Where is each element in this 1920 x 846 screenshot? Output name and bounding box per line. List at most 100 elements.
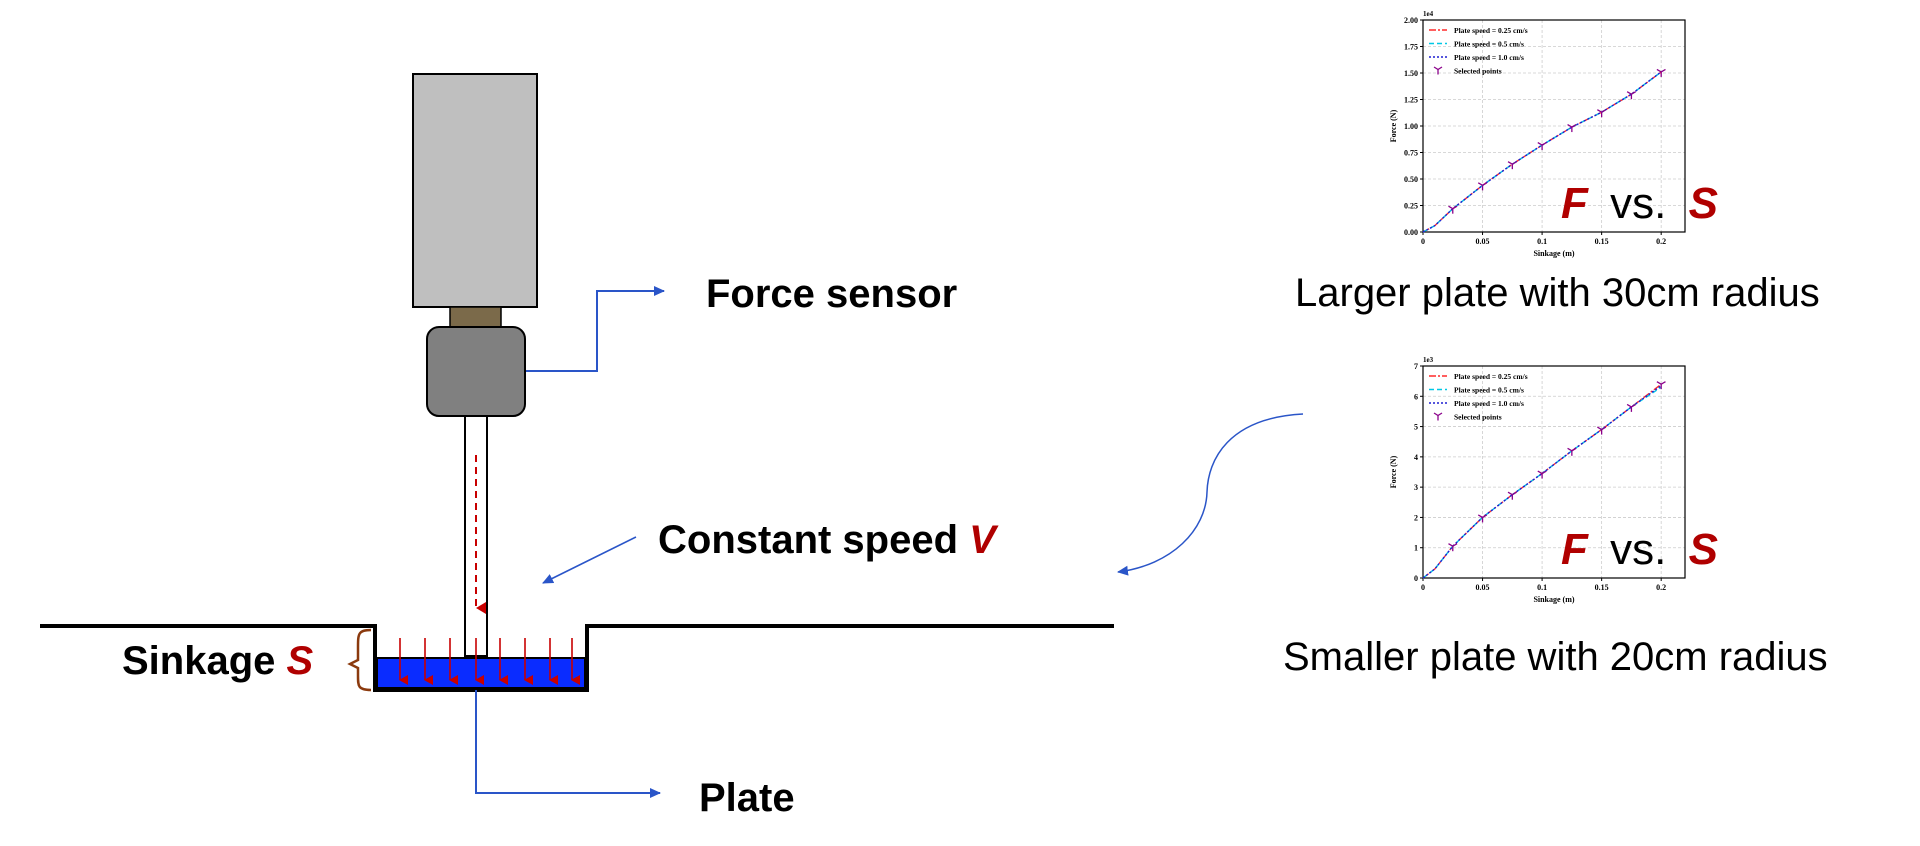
- legend-entry: Plate speed = 0.5 cm/s: [1454, 386, 1524, 395]
- x-axis-label: Sinkage (m): [1533, 249, 1574, 258]
- y-tick-label: 1: [1414, 544, 1418, 553]
- selected-point: [1567, 123, 1577, 133]
- y-tick-label: 6: [1414, 392, 1418, 401]
- selected-point: [1656, 68, 1666, 77]
- selected-point: [1537, 470, 1547, 479]
- legend-entry: Plate speed = 1.0 cm/s: [1454, 399, 1524, 408]
- y-tick-label: 3: [1414, 483, 1418, 492]
- plate-callout: [475, 690, 661, 798]
- plate-label: Plate: [699, 778, 795, 818]
- sinkage-symbol: S: [286, 639, 314, 683]
- legend-entry: Plate speed = 0.5 cm/s: [1454, 40, 1524, 49]
- caption-top: Larger plate with 30cm radius: [1295, 273, 1820, 313]
- series-line: [1422, 71, 1662, 233]
- caption-bottom-text: Smaller plate with 20cm radius: [1283, 635, 1828, 679]
- legend-entry: Plate speed = 0.25 cm/s: [1454, 26, 1528, 35]
- selected-point: [1448, 205, 1458, 214]
- selected-point: [1567, 447, 1577, 456]
- x-tick-label: 0.2: [1656, 583, 1666, 592]
- y-tick-label: 5: [1414, 423, 1418, 432]
- sinkage-label: Sinkage S: [122, 641, 313, 681]
- rod: [464, 415, 488, 657]
- legend-entry: Plate speed = 1.0 cm/s: [1454, 53, 1524, 62]
- y-tick-label: 1.25: [1404, 96, 1418, 105]
- plot-frame: [1422, 365, 1686, 579]
- y-tick-label: 1.50: [1404, 69, 1418, 78]
- force-sensor-text: Force sensor: [706, 272, 958, 316]
- selected-point: [1626, 91, 1637, 100]
- y-tick-label: 0.25: [1404, 202, 1418, 211]
- selected-point: [1477, 514, 1488, 523]
- y-tick-label: 0.75: [1404, 149, 1418, 158]
- y-tick-label: 2.00: [1404, 16, 1418, 25]
- fvs-label-top: F vs. S: [1561, 182, 1718, 226]
- fvs-top-s: S: [1688, 179, 1718, 228]
- fvs-bottom-s: S: [1688, 525, 1718, 574]
- x-tick-label: 0.15: [1595, 583, 1609, 592]
- force-sensor-label: Force sensor: [706, 274, 957, 314]
- legend-marker: [1433, 412, 1443, 421]
- selected-point: [1507, 491, 1517, 500]
- series-line: [1422, 385, 1662, 579]
- x-tick-label: 0.1: [1537, 583, 1547, 592]
- fvs-bottom-f: F: [1561, 525, 1588, 574]
- legend-entry: Selected points: [1454, 413, 1502, 422]
- y-tick-label: 1.75: [1404, 43, 1418, 52]
- x-tick-label: 0.1: [1537, 237, 1547, 246]
- y-tick-label: 0.50: [1404, 175, 1418, 184]
- force-sensor-callout: [526, 286, 665, 372]
- y-axis-label: Force (N): [1389, 455, 1398, 488]
- y-tick-label: 4: [1414, 453, 1418, 462]
- legend-marker: [1433, 66, 1443, 75]
- fvs-top-f: F: [1561, 179, 1588, 228]
- plate-text: Plate: [699, 776, 795, 820]
- x-tick-label: 0.2: [1656, 237, 1666, 246]
- y-multiplier: 1e3: [1423, 356, 1434, 364]
- speed-callout: [542, 536, 637, 584]
- x-axis-label: Sinkage (m): [1533, 595, 1574, 604]
- chart-connector: [1117, 413, 1304, 576]
- sinkage-brace: [347, 628, 372, 692]
- legend-entry: Plate speed = 0.25 cm/s: [1454, 372, 1528, 381]
- plate: [376, 657, 586, 689]
- y-axis-label: Force (N): [1389, 109, 1398, 142]
- actuator-coupling: [449, 306, 502, 328]
- selected-point: [1626, 403, 1637, 412]
- legend-entry: Selected points: [1454, 67, 1502, 76]
- force-sensor-block: [426, 326, 526, 417]
- ground-surface: [40, 624, 1114, 692]
- pressure-arrows: [399, 638, 580, 685]
- y-multiplier: 1e4: [1423, 10, 1434, 18]
- speed-symbol: V: [969, 518, 996, 562]
- caption-top-text: Larger plate with 30cm radius: [1295, 271, 1820, 315]
- y-tick-label: 0: [1414, 574, 1418, 583]
- actuator-body: [412, 73, 538, 308]
- x-tick-label: 0: [1421, 583, 1425, 592]
- series-line: [1422, 386, 1662, 579]
- fvs-label-bottom: F vs. S: [1561, 528, 1718, 572]
- constant-speed-label: Constant speed V: [658, 520, 996, 560]
- y-tick-label: 1.00: [1404, 122, 1418, 131]
- caption-bottom: Smaller plate with 20cm radius: [1283, 637, 1828, 677]
- constant-speed-text: Constant speed: [658, 518, 959, 562]
- x-tick-label: 0: [1421, 237, 1425, 246]
- selected-point: [1537, 142, 1547, 151]
- y-tick-label: 0.00: [1404, 228, 1418, 237]
- x-tick-label: 0.05: [1476, 237, 1490, 246]
- selected-point: [1656, 381, 1666, 390]
- selected-point: [1477, 182, 1488, 191]
- x-tick-label: 0.05: [1476, 583, 1490, 592]
- y-tick-label: 2: [1414, 513, 1418, 522]
- selected-point: [1507, 161, 1517, 170]
- selected-point: [1597, 109, 1607, 118]
- selected-point: [1448, 543, 1458, 552]
- y-tick-label: 7: [1414, 362, 1418, 371]
- sinkage-text: Sinkage: [122, 639, 276, 683]
- fvs-top-vs: vs.: [1610, 179, 1667, 228]
